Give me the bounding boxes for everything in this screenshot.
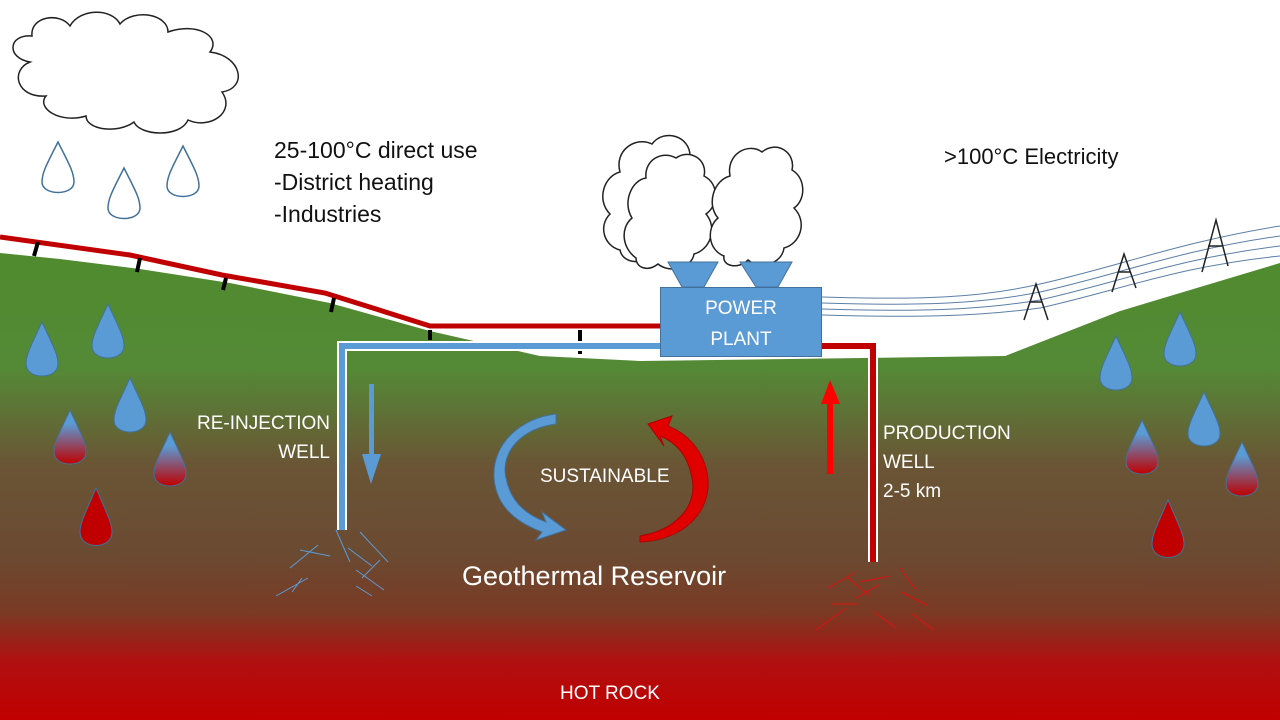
raindrop-icon — [1099, 310, 1259, 558]
district-heating-text: -District heating — [274, 169, 434, 195]
cycle-arrow-icon — [639, 415, 709, 543]
cooling-tower — [739, 261, 793, 288]
power-plant-line1: POWER — [705, 298, 777, 319]
raindrop-icon — [41, 140, 200, 220]
production-depth: 2-5 km — [883, 481, 942, 502]
electricity-label: >100°C Electricity — [944, 144, 1119, 169]
reinjection-well-label: RE-INJECTION WELL — [190, 409, 330, 467]
district-heating-pipe — [0, 232, 662, 354]
production-line2: WELL — [883, 452, 935, 473]
cooling-tower — [667, 261, 719, 288]
power-plant-line2: PLANT — [710, 329, 772, 350]
reinjection-line1: RE-INJECTION — [197, 413, 330, 434]
reinjection-line2: WELL — [278, 442, 330, 463]
steam-cloud-icon — [709, 146, 804, 267]
production-line1: PRODUCTION — [883, 423, 1011, 444]
reservoir-label: Geothermal Reservoir — [462, 561, 727, 591]
direct-use-label: 25-100°C direct use -District heating -I… — [274, 134, 478, 230]
pylon-icon — [1023, 217, 1229, 321]
fracture-lines — [815, 567, 935, 631]
sustainable-label: SUSTAINABLE — [540, 466, 670, 487]
fracture-lines — [275, 529, 389, 597]
arrow-down-icon — [362, 384, 381, 484]
direct-use-temp: 25-100°C direct use — [274, 137, 478, 163]
industries-text: -Industries — [274, 201, 382, 227]
production-pipe — [822, 343, 876, 562]
raindrop-icon — [25, 302, 187, 546]
power-plant: POWER PLANT — [660, 287, 822, 357]
production-well-label: PRODUCTION WELL 2-5 km — [883, 419, 1011, 506]
steam-cloud-icon — [623, 153, 717, 270]
arrow-up-icon — [821, 380, 840, 474]
cloud-icon — [12, 11, 239, 134]
ground-surface — [0, 252, 1280, 720]
power-lines — [821, 225, 1280, 317]
hot-rock-label: HOT ROCK — [560, 683, 660, 704]
cycle-arrow-icon — [493, 413, 568, 541]
reinjection-pipe — [339, 343, 660, 530]
